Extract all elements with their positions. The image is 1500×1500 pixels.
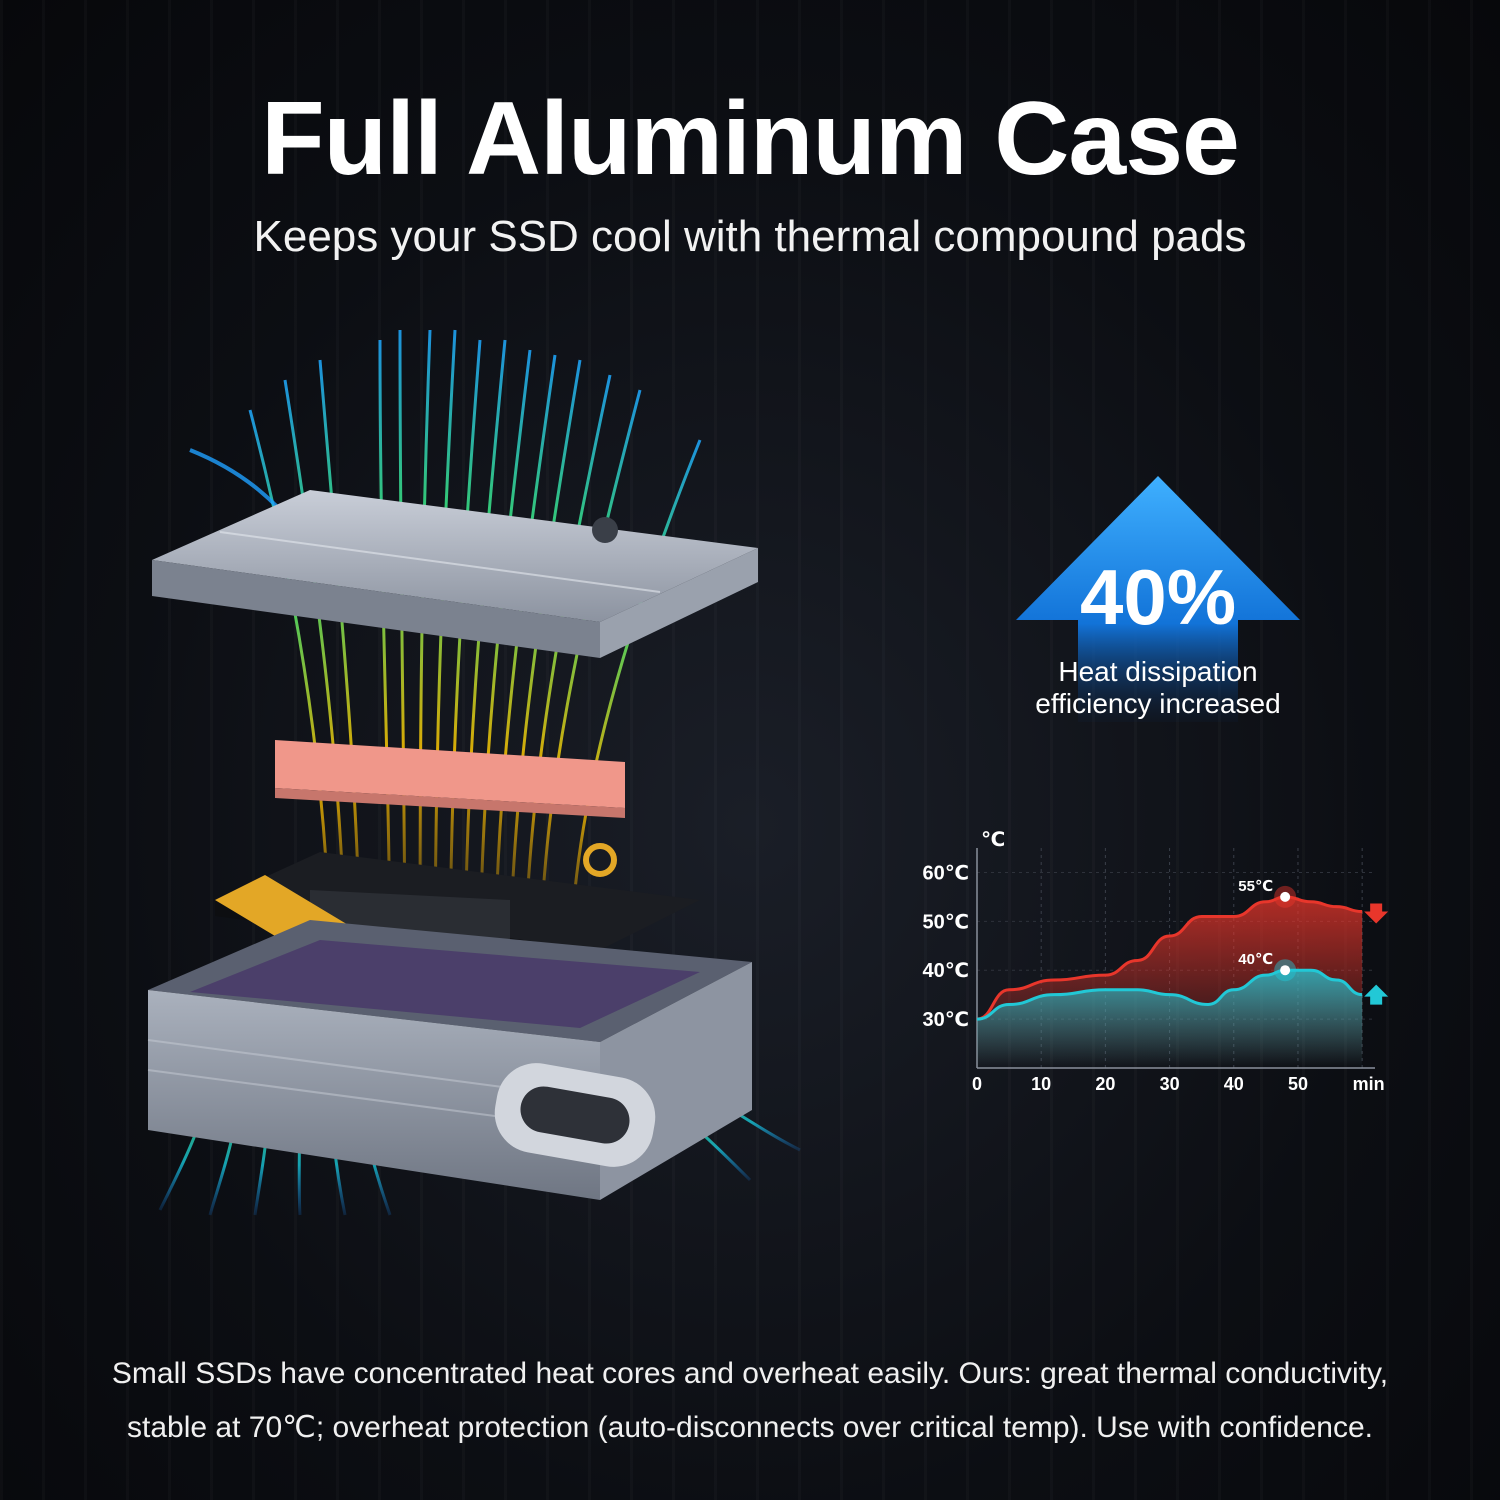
page-title: Full Aluminum Case — [261, 81, 1240, 197]
ssd-enclosure-exploded-illustration — [147, 329, 801, 1216]
chart-x-tick-label: 10 — [1031, 1074, 1051, 1094]
temperature-down-arrow-icon — [1364, 903, 1389, 924]
chart-y-tick-label: 30℃ — [923, 1009, 969, 1031]
chart-peak-label: 40℃ — [1238, 951, 1273, 968]
chart-series-line — [976, 895, 1363, 1021]
chart-y-tick-label: 60℃ — [923, 862, 969, 884]
page-subtitle: Keeps your SSD cool with thermal compoun… — [253, 212, 1247, 261]
chart-y-tick-label: 50℃ — [923, 911, 969, 933]
aluminum-lid — [152, 490, 758, 658]
thermal-pad — [275, 740, 625, 818]
chart-peak-label: 55℃ — [1238, 878, 1273, 895]
enclosure-base — [147, 920, 752, 1200]
efficiency-arrow-badge — [1016, 476, 1300, 722]
chart-series-line — [976, 968, 1363, 1021]
temperature-chart: ℃ 60℃ 50℃ 40℃ 30℃ 0 10 20 30 40 50 min 55℃ 40℃ — [923, 829, 1389, 1094]
badge-caption-line2: efficiency increased — [1035, 688, 1281, 719]
footer-text-line1: Small SSDs have concentrated heat cores … — [111, 1357, 1389, 1390]
usb-c-connector — [494, 1063, 656, 1167]
badge-caption-line1: Heat dissipation — [1058, 656, 1258, 687]
up-arrow-icon — [1016, 476, 1300, 722]
chart-x-tick-label: 40 — [1224, 1074, 1244, 1094]
chart-x-tick-label: 20 — [1095, 1074, 1115, 1094]
chart-peak-point — [1280, 965, 1291, 976]
chart-x-tick-label: 0 — [972, 1074, 982, 1094]
chart-y-tick-label: 40℃ — [923, 960, 969, 982]
footer-text-line2: stable at 70℃; overheat protection (auto… — [127, 1411, 1373, 1444]
chart-x-tick-label: min — [1353, 1074, 1385, 1094]
efficiency-percent: 40% — [1079, 553, 1237, 641]
chart-y-unit-label: ℃ — [981, 829, 1005, 851]
chart-x-tick-label: 50 — [1288, 1074, 1308, 1094]
temperature-up-arrow-icon — [1364, 984, 1389, 1005]
chart-peak-point — [1280, 891, 1291, 902]
chart-x-tick-label: 30 — [1160, 1074, 1180, 1094]
